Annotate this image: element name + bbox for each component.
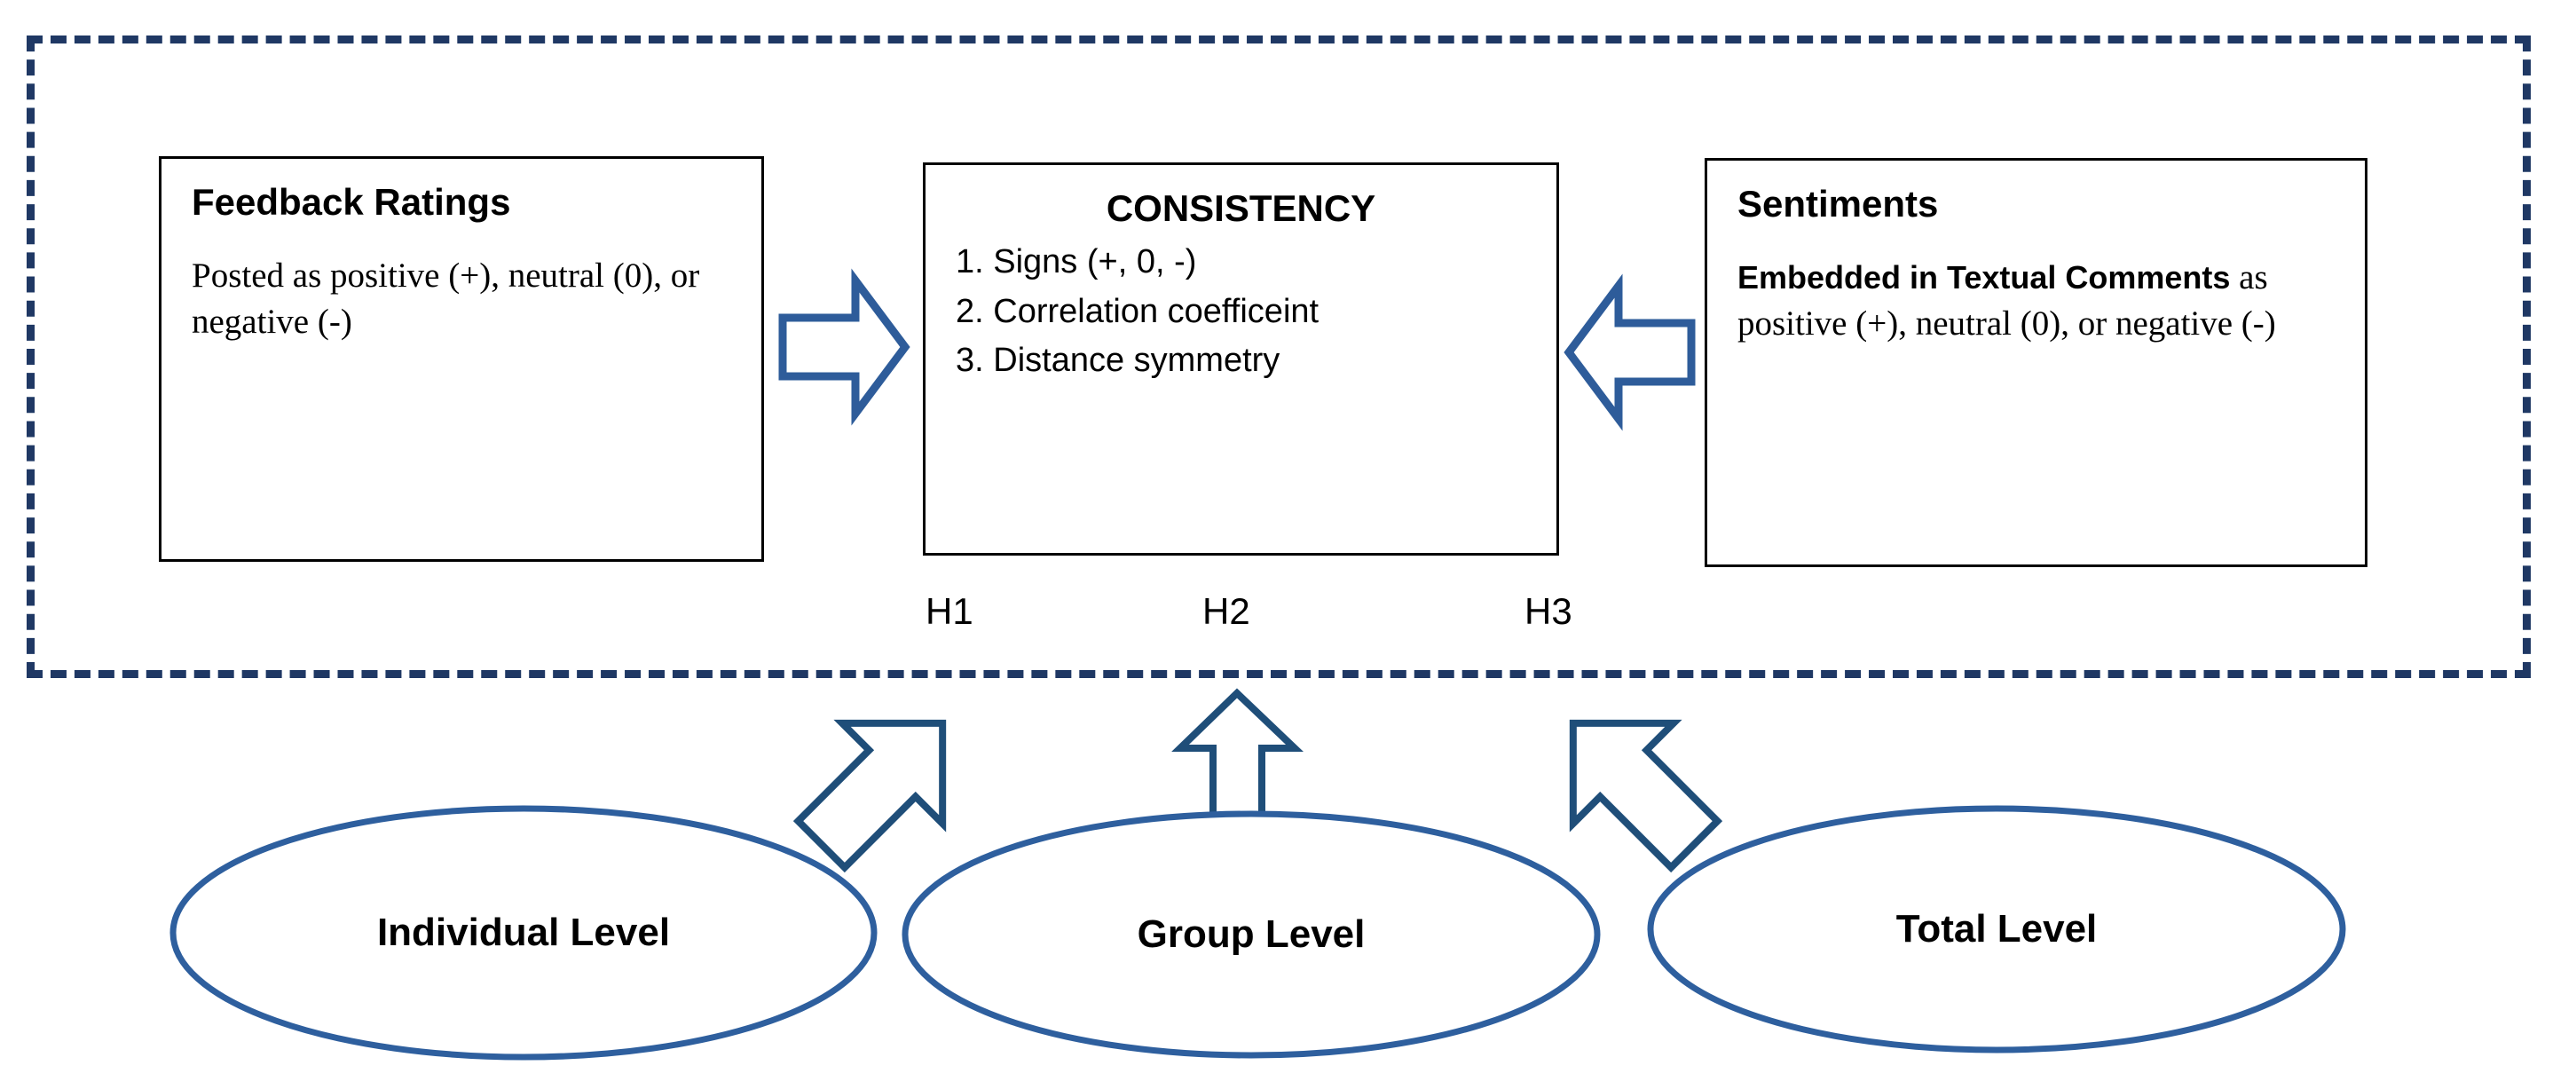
block-arrow-right-icon [777, 268, 910, 426]
sentiments-body-rest: as positive (+), neutral (0), or negativ… [1737, 258, 2276, 343]
arrow-individual-to-h1 [790, 688, 976, 879]
total-level-label: Total Level [1895, 907, 2098, 951]
group-level-ellipse: Group Level [901, 809, 1602, 1060]
individual-level-label: Individual Level [376, 911, 671, 954]
hypothesis-label-h3: H3 [1524, 590, 1572, 632]
consistency-criterion-2: 2. Correlation coefficeint [956, 292, 1320, 330]
feedback-ratings-body: Posted as positive (+), neutral (0), or … [192, 256, 700, 342]
hypothesis-label-h1: H1 [926, 590, 973, 632]
hypothesis-label-h2: H2 [1202, 590, 1250, 632]
individual-level-ellipse: Individual Level [169, 804, 878, 1061]
arrow-sentiments-to-consistency [1564, 273, 1697, 431]
block-arrow-left-icon [1564, 273, 1697, 431]
dashed-boundary-frame [27, 36, 2531, 678]
consistency-title: CONSISTENCY [1106, 187, 1376, 229]
sentiments-box: Sentiments Embedded in Textual Comments … [1705, 158, 2367, 567]
consistency-box: CONSISTENCY 1. Signs (+, 0, -) 2. Correl… [923, 162, 1559, 556]
feedback-ratings-box: Feedback Ratings Posted as positive (+),… [159, 156, 764, 562]
sentiments-body: Embedded in Textual Comments as positive… [1737, 255, 2335, 348]
arrow-total-to-h3 [1540, 688, 1726, 879]
block-arrow-up-right-icon [790, 688, 976, 879]
block-arrow-up-icon [1171, 688, 1304, 825]
arrow-feedback-to-consistency [777, 268, 910, 426]
consistency-criterion-3: 3. Distance symmetry [956, 342, 1280, 380]
group-level-label: Group Level [1137, 912, 1366, 956]
total-level-ellipse: Total Level [1646, 804, 2347, 1054]
sentiments-title: Sentiments [1737, 183, 1939, 225]
sentiments-body-emphasis: Embedded in Textual Comments [1737, 259, 2231, 296]
arrow-group-to-h2 [1171, 688, 1304, 825]
feedback-ratings-title: Feedback Ratings [192, 181, 511, 223]
consistency-criteria-list: 1. Signs (+, 0, -) 2. Correlation coeffi… [956, 238, 1526, 385]
block-arrow-up-left-icon [1540, 688, 1726, 879]
consistency-criterion-1: 1. Signs (+, 0, -) [956, 243, 1197, 281]
